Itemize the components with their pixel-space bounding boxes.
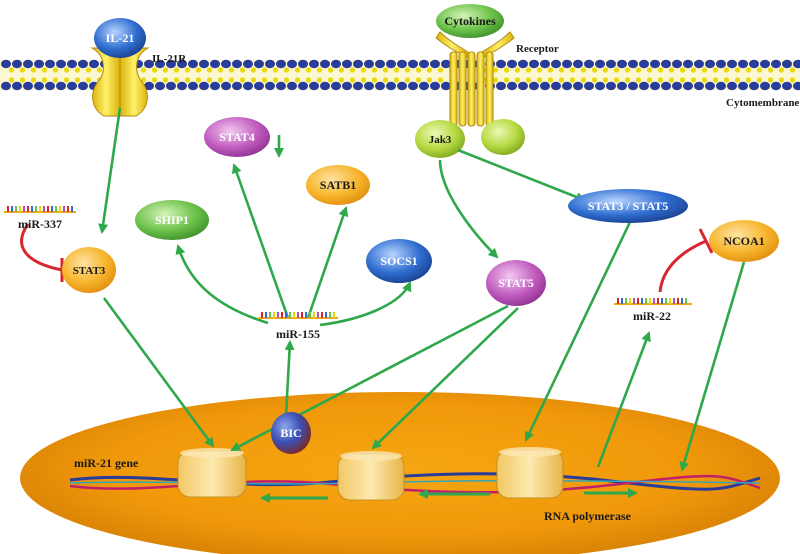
socs1-node [366,239,432,283]
il21r-label: IL-21R [152,53,187,65]
mir21-gene-label: miR-21 gene [74,456,139,470]
cytokines-label: Cytokines [444,14,496,28]
rna-polymerase-label: RNA polymerase [544,509,632,523]
stat4-node [204,117,270,157]
stat3-node [62,247,116,293]
ship1-label: SHIP1 [155,213,189,227]
stat3-label: STAT3 [73,265,106,277]
mir337-label: miR-337 [18,217,62,231]
mir155-strand [258,312,338,319]
mir22-strand [614,298,692,305]
cytokine-receptor [435,31,515,127]
jak3-node [415,120,465,158]
il21r-receptor [90,47,150,117]
ncoa1-label: NCOA1 [723,234,764,248]
stat5-label: STAT5 [498,276,534,290]
ncoa1-node [709,220,779,262]
il21-ligand [94,18,146,58]
receptor-label: Receptor [516,43,559,55]
rna-polymerase [496,447,564,499]
ship1-node [135,200,209,240]
mir337-strand [4,206,76,213]
satb1-label: SATB1 [320,178,356,192]
socs1-label: SOCS1 [380,254,417,268]
nucleosome-2 [337,451,405,501]
activation-arrows [98,107,746,472]
stat3-stat5-node [568,189,688,223]
bic-node [271,412,311,454]
nucleosome-1 [177,448,247,498]
cytokines-ligand [436,4,504,38]
il21-label: IL-21 [106,31,135,45]
jak-partner-node [481,119,525,155]
transcription-arrows [260,488,638,503]
stat3-stat5-label: STAT3 / STAT5 [588,199,668,213]
mir22-label: miR-22 [633,309,671,323]
stat5-node [486,260,546,306]
satb1-node [306,165,370,205]
cytomembrane-label: Cytomembrane [726,97,799,109]
bic-label: BIC [280,426,301,440]
stat4-label: STAT4 [219,130,255,144]
mir155-label: miR-155 [276,327,320,341]
jak3-label: Jak3 [429,134,452,146]
